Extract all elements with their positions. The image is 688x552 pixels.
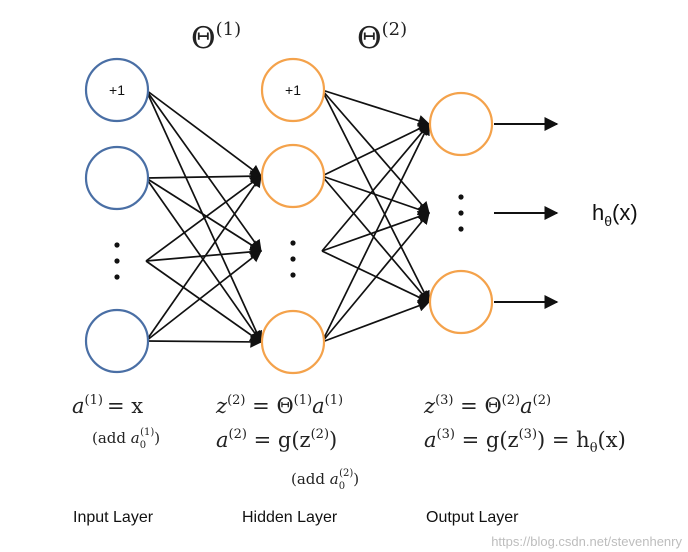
connection-edge [321,89,430,214]
input-node [84,145,150,211]
input-node [84,308,150,374]
hidden-equation-a: a(2) = g(z(2)) [216,427,337,452]
watermark: https://blog.csdn.net/stevenhenry [491,534,682,549]
connection-edge [321,89,431,127]
connection-edge [321,212,430,343]
input-equation: a(1)= x [72,393,143,418]
output-equation-z: z(3) = Θ(2)a(2) [423,393,551,418]
theta2-label: Θ(2) [357,19,407,56]
connection-edge [145,170,263,183]
hidden-layer-nodes: +1 [260,57,326,375]
input-layer-nodes: +1 [84,57,150,374]
connection-edge [145,89,262,252]
hidden-ellipsis [290,240,296,278]
connection-edge [321,175,431,216]
input-add-bias: (add a0(1)) [92,427,160,451]
input-ellipsis [114,242,120,280]
input-bias-label: +1 [109,82,125,98]
hidden-add-bias: (add a0(2)) [291,468,359,492]
connection-edge [145,175,262,342]
hypothesis-label: hθ(x) [592,200,638,229]
connection-edge [321,175,430,303]
connection-edge [145,260,262,343]
hidden-node [260,309,326,375]
output-layer-nodes [428,91,494,335]
output-node [428,91,494,157]
connection-edge [321,122,430,343]
connection-edges [145,89,431,348]
hidden-node [260,143,326,209]
connection-edge [321,123,430,252]
connection-edge [321,123,431,177]
connection-edge [145,246,263,262]
connection-edge [145,89,262,344]
connection-edge [145,177,263,252]
connection-edge [145,177,262,343]
connection-edge [321,89,430,304]
hidden-layer-caption: Hidden Layer [242,509,338,526]
output-arrows [494,117,559,309]
output-ellipsis [458,194,464,232]
connection-edge [321,300,431,343]
hidden-equation-z: z(2) = Θ(1)a(1) [215,393,343,418]
theta1-label: Θ(1) [191,19,241,56]
output-node [428,269,494,335]
input-bias-node [84,57,150,123]
output-equation-a: a(3) = g(z(3)) = hθ(x) [424,427,626,456]
hidden-bias-node [260,57,326,123]
connection-edge [145,335,263,348]
connection-edge [145,89,262,177]
output-layer-caption: Output Layer [426,509,519,526]
input-layer-caption: Input Layer [73,509,154,526]
connection-edge [145,175,262,262]
hidden-bias-label: +1 [285,82,301,98]
connection-edge [145,250,262,342]
